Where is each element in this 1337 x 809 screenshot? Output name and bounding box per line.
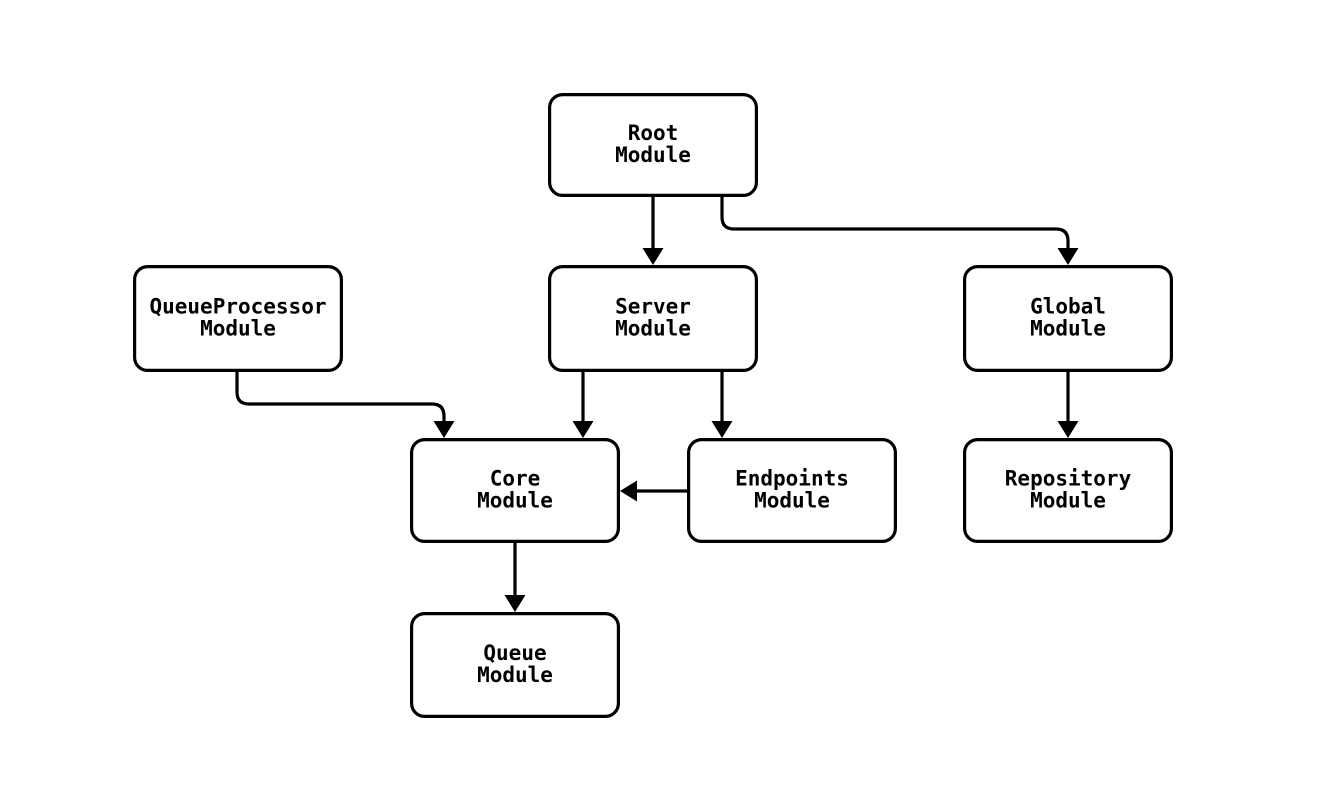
node-box[interactable]	[410, 611, 621, 718]
edge-root-to-global	[720, 197, 1079, 265]
node-box[interactable]	[962, 265, 1173, 373]
node-label-line1: Repository	[1005, 467, 1132, 491]
node-box[interactable]	[962, 438, 1173, 544]
edge-arrowhead	[711, 421, 733, 438]
node-label-line1: Server	[615, 295, 691, 319]
edge-root-to-server	[642, 197, 664, 265]
nodes-layer: RootModuleQueueProcessorModuleServerModu…	[133, 92, 1173, 718]
node-label-line2: Module	[477, 663, 553, 687]
edge-arrowhead	[433, 421, 455, 438]
edge-arrowhead	[642, 248, 664, 265]
edge-arrowhead	[504, 595, 526, 612]
node-label-line2: Module	[754, 489, 830, 513]
edge-server-to-core	[572, 372, 594, 438]
edge-line	[720, 197, 1070, 250]
edge-core-to-queue	[504, 543, 526, 612]
node-label-line2: Module	[200, 317, 276, 341]
edges-layer	[235, 197, 1079, 612]
node-label-line1: Endpoints	[735, 467, 849, 491]
edge-arrowhead	[620, 480, 637, 502]
edge-arrowhead	[1057, 248, 1079, 265]
node-label-line1: QueueProcessor	[149, 295, 326, 319]
node-box[interactable]	[686, 438, 897, 544]
edge-server-to-endpoints	[711, 372, 733, 438]
node-label-line2: Module	[1030, 489, 1106, 513]
edge-line	[235, 372, 446, 423]
node-label-line1: Global	[1030, 295, 1106, 319]
edge-queueprocessor-to-core	[235, 372, 455, 438]
node-box[interactable]	[133, 265, 344, 373]
node-box[interactable]	[547, 92, 758, 198]
node-label-line2: Module	[477, 489, 553, 513]
edge-global-to-repository	[1057, 372, 1079, 438]
edge-arrowhead	[1057, 421, 1079, 438]
node-box[interactable]	[547, 265, 758, 373]
node-label-line2: Module	[1030, 317, 1106, 341]
edge-endpoints-to-core	[620, 480, 687, 502]
node-label-line1: Core	[490, 467, 541, 491]
node-label-line2: Module	[615, 317, 691, 341]
node-box[interactable]	[410, 438, 621, 544]
node-label-line1: Root	[628, 121, 679, 145]
edge-arrowhead	[572, 421, 594, 438]
node-label-line2: Module	[615, 143, 691, 167]
node-label-line1: Queue	[483, 641, 546, 665]
